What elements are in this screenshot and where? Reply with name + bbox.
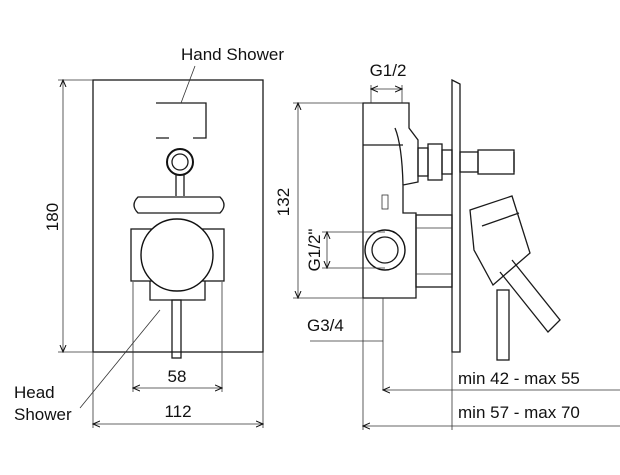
- dim-g-half-inch-label: G1/2": [305, 229, 324, 272]
- diverter-lever: [133, 196, 225, 214]
- dim-depth-2-label: min 57 - max 70: [458, 403, 580, 422]
- side-inlet-stub: [417, 147, 429, 177]
- side-view: G1/2 132 G1/2" G3/4 min 42 - max 55 min …: [274, 61, 620, 430]
- dim-132-label: 132: [274, 188, 293, 216]
- side-spout: [496, 289, 510, 361]
- mixer-spout: [171, 299, 182, 359]
- dim-g-half-top-label: G1/2: [370, 61, 407, 80]
- dim-58-label: 58: [168, 367, 187, 386]
- leader-head-shower: [79, 309, 161, 409]
- diverter-block: [156, 102, 207, 139]
- side-inlet-circle-inner: [371, 236, 399, 264]
- mixer-handle: [140, 218, 214, 292]
- front-view: 58 112 180 Hand Shower Head Shower: [14, 45, 284, 428]
- diverter-knob-outer: [166, 148, 194, 176]
- leader-hand-shower: [180, 65, 196, 104]
- label-head: Head: [14, 383, 55, 402]
- side-cartridge: [415, 214, 453, 288]
- dim-g-three-quarter-label: G3/4: [307, 316, 344, 335]
- side-lever: [469, 195, 531, 287]
- side-diverter-spindle: [459, 151, 479, 173]
- side-wall-plate: [451, 78, 461, 353]
- side-inlet-circle-outer: [364, 229, 406, 271]
- diverter-knob-inner: [171, 153, 189, 171]
- dim-112-label: 112: [164, 402, 191, 421]
- label-hand-shower: Hand Shower: [181, 45, 284, 64]
- dim-180-label: 180: [43, 203, 62, 231]
- dim-depth-1-label: min 42 - max 55: [458, 369, 580, 388]
- label-shower: Shower: [14, 405, 72, 424]
- wall-plate-outline: [92, 79, 264, 353]
